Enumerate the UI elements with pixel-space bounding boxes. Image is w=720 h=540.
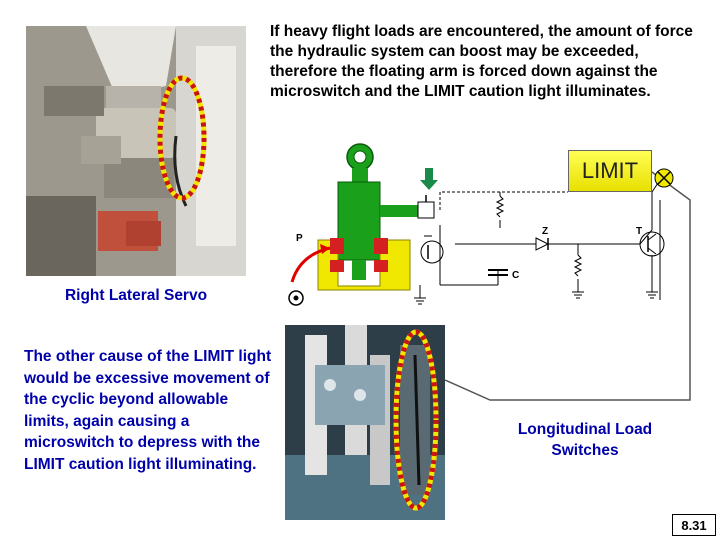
capacitor <box>488 269 508 276</box>
force-arrow <box>420 168 438 190</box>
limit-caution-light: LIMIT <box>568 150 652 192</box>
label-t: T <box>636 226 642 237</box>
switches-photo-art <box>285 325 445 520</box>
switches-photo <box>285 325 445 520</box>
top-paragraph: If heavy flight loads are encountered, t… <box>270 23 693 100</box>
switches-caption: Longitudinal Load Switches <box>517 421 653 459</box>
left-paragraph: The other cause of the LIMIT light would… <box>24 348 272 473</box>
label-c: C <box>512 270 519 281</box>
ground-symbols <box>414 291 658 305</box>
callout-line <box>444 171 691 401</box>
servo-caption: Right Lateral Servo <box>64 287 208 304</box>
transistor-left <box>420 240 444 264</box>
seal-blocks <box>330 238 388 272</box>
servo-photo <box>26 26 246 276</box>
label-z: Z <box>542 226 548 237</box>
microswitch <box>417 201 435 219</box>
lamp-icon <box>654 168 674 188</box>
transistor-t <box>639 231 665 257</box>
page-number: 8.31 <box>672 514 716 536</box>
label-p: P <box>296 233 303 244</box>
servo-piston <box>337 143 420 280</box>
pivot-circle <box>288 290 304 306</box>
zener-diode <box>535 237 550 251</box>
servo-photo-art <box>26 26 246 276</box>
circuit-wiring <box>419 179 661 300</box>
